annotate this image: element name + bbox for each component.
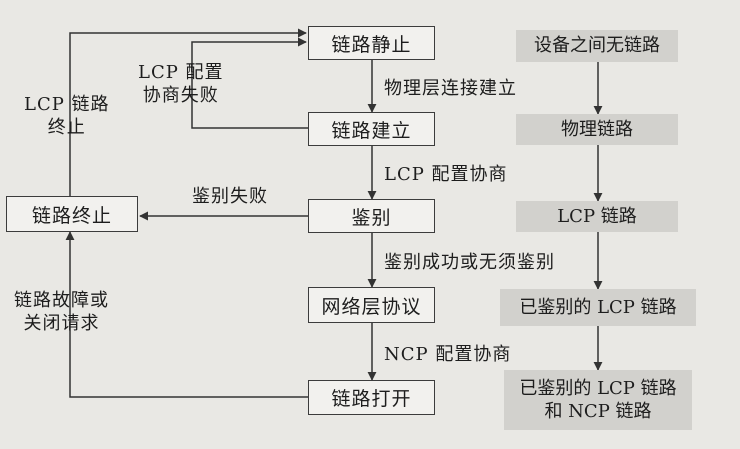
label-lcp-fail: LCP 配置 协商失败: [138, 62, 224, 107]
link-state-lcp: LCP 链路: [516, 201, 678, 232]
link-state-authenticated-lcp-ncp: 已鉴别的 LCP 链路 和 NCP 链路: [504, 370, 692, 430]
state-dead: 链路静止: [308, 26, 435, 60]
state-network: 网络层协议: [308, 287, 435, 323]
label-lcp-negotiate: LCP 配置协商: [384, 164, 508, 185]
label-physical-up: 物理层连接建立: [384, 78, 517, 99]
link-state-5-line2: 和 NCP 链路: [544, 401, 652, 422]
label-lcp-terminate-line1: LCP 链路: [24, 94, 110, 115]
state-authenticate: 鉴别: [308, 199, 435, 233]
state-open: 链路打开: [308, 380, 435, 415]
state-establish: 链路建立: [308, 112, 435, 146]
link-state-5-line1: 已鉴别的 LCP 链路: [519, 377, 677, 399]
label-auth-ok: 鉴别成功或无须鉴别: [384, 252, 555, 273]
link-state-physical: 物理链路: [516, 114, 678, 145]
label-lcp-terminate: LCP 链路 终止: [24, 94, 110, 139]
arrow-open-to-terminate: [65, 231, 308, 398]
arrow-lcp-fail-loop: [191, 37, 308, 129]
link-state-authenticated-lcp: 已鉴别的 LCP 链路: [500, 289, 696, 326]
label-failure-line2: 关闭请求: [23, 312, 100, 334]
label-lcp-fail-line1: LCP 配置: [138, 62, 224, 83]
label-failure-line1: 链路故障或: [14, 290, 109, 311]
label-auth-fail: 鉴别失败: [192, 186, 268, 207]
label-lcp-terminate-line2: 终止: [47, 116, 86, 138]
label-ncp-negotiate: NCP 配置协商: [384, 344, 512, 365]
state-terminate: 链路终止: [6, 196, 138, 232]
label-lcp-fail-line2: 协商失败: [142, 84, 219, 106]
arrow-terminate-to-dead: [69, 28, 307, 196]
label-failure: 链路故障或 关闭请求: [14, 290, 109, 335]
link-state-none: 设备之间无链路: [516, 30, 678, 62]
